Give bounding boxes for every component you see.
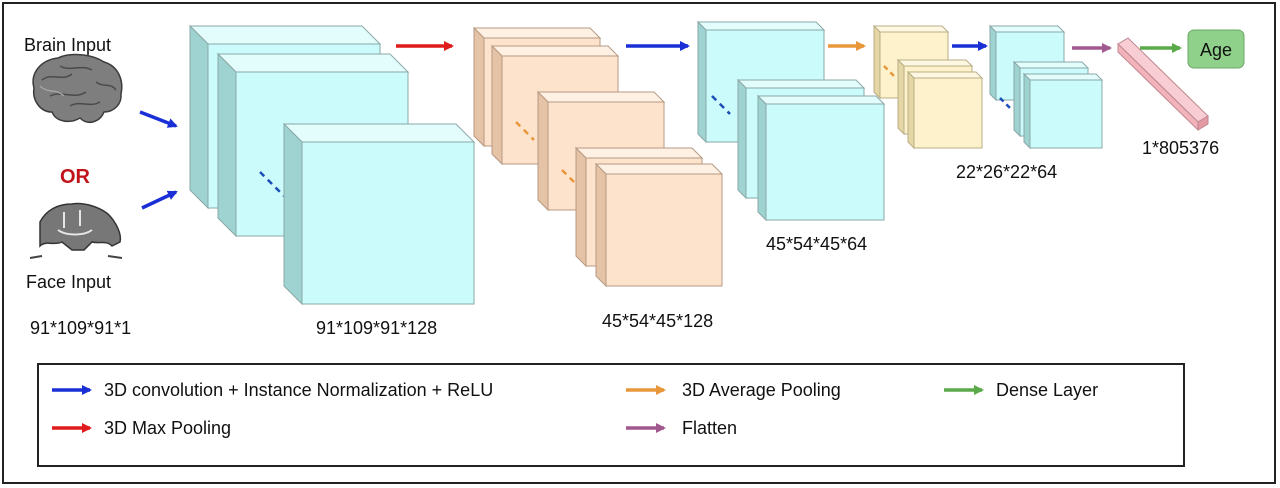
input-dims-label: 91*109*91*1 [30, 318, 131, 338]
cube [1022, 72, 1104, 150]
conv2-feature-maps [696, 20, 886, 222]
conv1-dims-label: 91*109*91*128 [316, 318, 437, 338]
conv3-feature-maps [988, 24, 1104, 150]
conv1-feature-maps [188, 24, 476, 306]
face-input-label: Face Input [26, 272, 111, 292]
cube [756, 94, 886, 222]
flatten-vector [1117, 37, 1209, 132]
conv-arrow [139, 110, 178, 128]
legend-dense-label: Dense Layer [996, 380, 1098, 400]
pool2-dims-label: 22*26*22*64 [956, 162, 1057, 182]
legend-box [37, 363, 1185, 467]
flatten-dims-label: 1*805376 [1142, 138, 1219, 158]
cube [594, 162, 724, 288]
brain-input-label: Brain Input [24, 35, 111, 55]
legend-flatten-label: Flatten [682, 418, 737, 438]
age-output-box [1187, 29, 1245, 69]
legend-conv-label: 3D convolution + Instance Normalization … [104, 380, 493, 400]
conv2-dims-label: 45*54*45*64 [766, 234, 867, 254]
cube [282, 122, 476, 306]
conv-arrow [141, 190, 178, 210]
legend-maxpool-label: 3D Max Pooling [104, 418, 231, 438]
pool2-feature-maps [872, 24, 984, 150]
cube [906, 70, 984, 150]
legend-avgpool-label: 3D Average Pooling [682, 380, 841, 400]
age-output-label: Age [1200, 40, 1232, 60]
pool1-dims-label: 45*54*45*128 [602, 311, 713, 331]
face-image [29, 202, 123, 259]
or-label: OR [60, 166, 91, 188]
brain-image [32, 53, 123, 123]
pool1-feature-maps [472, 26, 724, 288]
